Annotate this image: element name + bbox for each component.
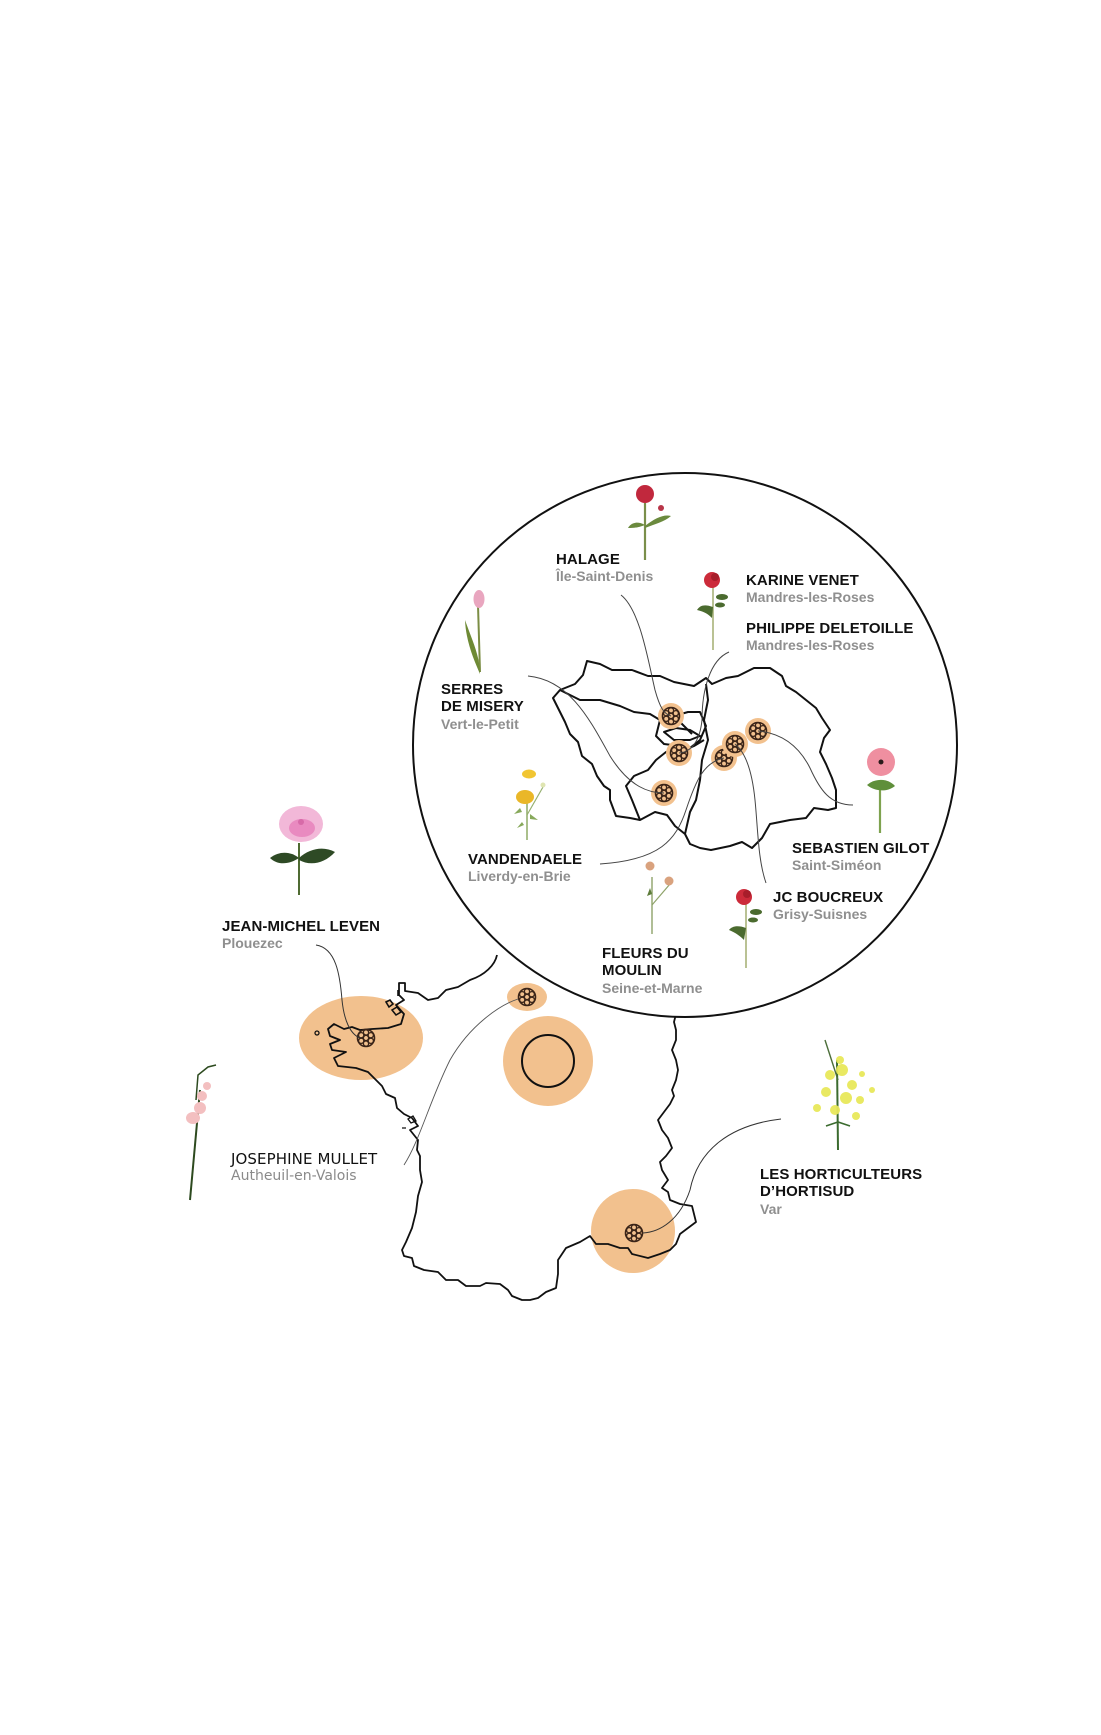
- leader-line-leven: [315, 944, 361, 1039]
- producer-label-fleurs-du-moulin[interactable]: FLEURS DU MOULIN Seine-et-Marne: [602, 945, 702, 996]
- tulip-icon: [465, 590, 485, 674]
- leader-line-misery: [527, 675, 665, 794]
- producer-label-halage[interactable]: HALAGE Île-Saint-Denis: [556, 551, 653, 584]
- producer-label-sebastien-gilot[interactable]: SEBASTIEN GILOT Saint-Siméon: [792, 840, 929, 873]
- producer-name: PHILIPPE DELETOILLE: [746, 620, 914, 637]
- paris-highlight: [503, 1016, 593, 1106]
- producer-place: Saint-Siméon: [792, 857, 882, 874]
- dahlia-icon: [628, 485, 671, 560]
- picardy-highlight: [507, 983, 547, 1011]
- channel-islands: [384, 990, 403, 1017]
- leader-line-vandendaele: [599, 757, 725, 865]
- producer-label-karine-venet[interactable]: KARINE VENET Mandres-les-Roses: [746, 572, 874, 605]
- idf-border-seine-et-marne: [684, 683, 709, 835]
- producer-name-line-2: D’HORTISUD: [760, 1183, 855, 1201]
- producer-name-line-1: FLEURS DU: [602, 945, 689, 962]
- producer-place: Grisy-Suisnes: [773, 906, 868, 923]
- france-map: [299, 944, 782, 1301]
- leader-line-mullet: [403, 998, 519, 1166]
- atlantic-islands: [402, 1115, 417, 1129]
- producer-place: Vert-le-Petit: [441, 715, 519, 732]
- idf-inset: [412, 472, 958, 1018]
- paris-ring-icon[interactable]: [521, 1034, 575, 1088]
- producer-label-serres-de-misery[interactable]: SERRES DE MISERY Vert-le-Petit: [441, 681, 524, 732]
- france-outline: [327, 954, 697, 1301]
- buttercup-icon: [514, 769, 546, 840]
- producer-label-jean-michel-leven[interactable]: JEAN-MICHEL LEVEN Plouezec: [222, 918, 380, 951]
- leader-line-deletoille: [678, 651, 730, 754]
- rose-icon: [729, 889, 762, 968]
- producer-label-hortisud[interactable]: LES HORTICULTEURS D’HORTISUD Var: [760, 1166, 922, 1217]
- producer-name: JOSEPHINE MULLET: [231, 1150, 378, 1168]
- leader-line-halage: [620, 594, 672, 717]
- producer-name: SEBASTIEN GILOT: [792, 840, 930, 857]
- producer-label-jc-boucreux[interactable]: JC BOUCREUX Grisy-Suisnes: [773, 889, 883, 922]
- producer-place: Var: [760, 1200, 782, 1217]
- gladiolus-icon: [186, 1064, 217, 1201]
- scabiosa-icon: [645, 861, 674, 934]
- leader-line-hortisud: [642, 1118, 782, 1234]
- producer-place: Mandres-les-Roses: [746, 589, 875, 606]
- producer-name: HALAGE: [556, 551, 620, 568]
- producer-name: JC BOUCREUX: [773, 889, 884, 906]
- producer-place: Île-Saint-Denis: [556, 568, 654, 585]
- leader-line-boucreux: [734, 743, 767, 884]
- producer-place: Autheuil-en-Valois: [231, 1168, 357, 1185]
- anemone-icon: [867, 748, 895, 833]
- producer-name-line-2: DE MISERY: [441, 698, 524, 716]
- producer-name-line-2: MOULIN: [602, 962, 662, 980]
- producer-name: JEAN-MICHEL LEVEN: [222, 918, 381, 935]
- producer-place: Seine-et-Marne: [602, 979, 703, 996]
- producer-label-philippe-deletoille[interactable]: PHILIPPE DELETOILLE Mandres-les-Roses: [746, 620, 913, 653]
- mimosa-icon: [813, 1039, 875, 1151]
- rose-icon: [697, 572, 728, 650]
- producer-name-line-1: SERRES: [441, 681, 504, 698]
- idf-outer-border: [552, 660, 837, 851]
- producer-name: KARINE VENET: [746, 572, 859, 589]
- producer-place: Liverdy-en-Brie: [468, 868, 571, 885]
- producer-name-line-1: LES HORTICULTEURS: [760, 1166, 923, 1183]
- producer-place: Mandres-les-Roses: [746, 637, 875, 654]
- leader-line-gilot: [757, 730, 854, 806]
- inset-leader-lines: [527, 594, 854, 884]
- producer-label-vandendaele[interactable]: VANDENDAELE Liverdy-en-Brie: [468, 851, 582, 884]
- peony-icon: [270, 806, 335, 895]
- producer-place: Plouezec: [222, 935, 283, 952]
- producer-label-josephine-mullet[interactable]: JOSEPHINE MULLET Autheuil-en-Valois: [231, 1150, 378, 1185]
- producer-name: VANDENDAELE: [468, 851, 583, 868]
